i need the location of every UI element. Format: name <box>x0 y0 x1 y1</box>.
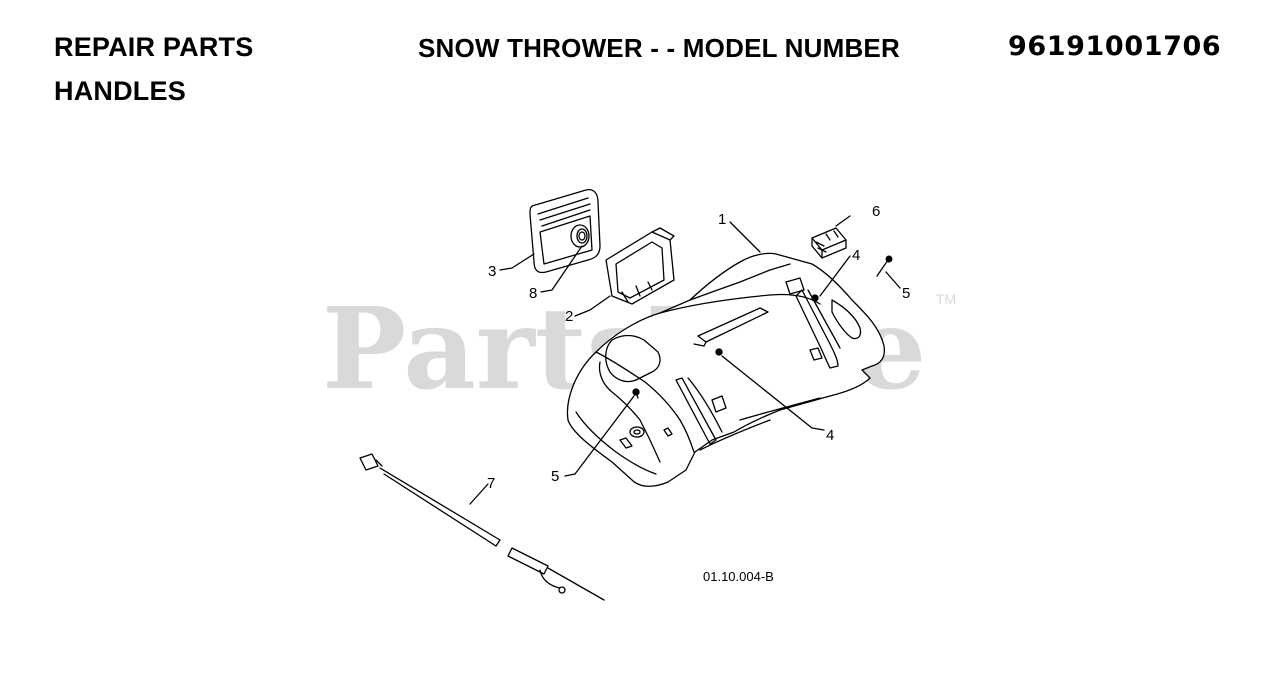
callout-3: 3 <box>488 263 496 280</box>
callout-4-center: 4 <box>826 427 834 444</box>
headlight <box>529 188 601 274</box>
callout-5-right: 5 <box>902 285 910 302</box>
switch <box>811 227 847 259</box>
screw-5-right <box>876 255 893 277</box>
callout-2: 2 <box>565 308 573 325</box>
screw-5-left <box>632 388 640 399</box>
callout-6: 6 <box>872 203 880 220</box>
model-label: SNOW THROWER - - MODEL NUMBER <box>418 33 900 63</box>
watermark-trademark: TM <box>936 291 956 307</box>
callout-5-left: 5 <box>551 468 559 485</box>
model-number: 96191001706 <box>1008 31 1222 62</box>
subsection-title: HANDLES <box>54 76 186 106</box>
callout-8: 8 <box>529 285 537 302</box>
headlight-bracket <box>605 227 675 305</box>
section-title: REPAIR PARTS <box>54 32 254 62</box>
callout-7: 7 <box>487 475 495 492</box>
leader-lines <box>469 215 901 505</box>
figure-code: 01.10.004-B <box>703 569 774 584</box>
bulb <box>578 231 586 241</box>
callout-1: 1 <box>718 211 726 228</box>
headlight-cable <box>359 453 605 601</box>
screw-4-center <box>715 348 723 356</box>
callout-4-top: 4 <box>852 247 860 264</box>
handle-console <box>566 252 886 487</box>
screw-4-top <box>811 294 819 302</box>
